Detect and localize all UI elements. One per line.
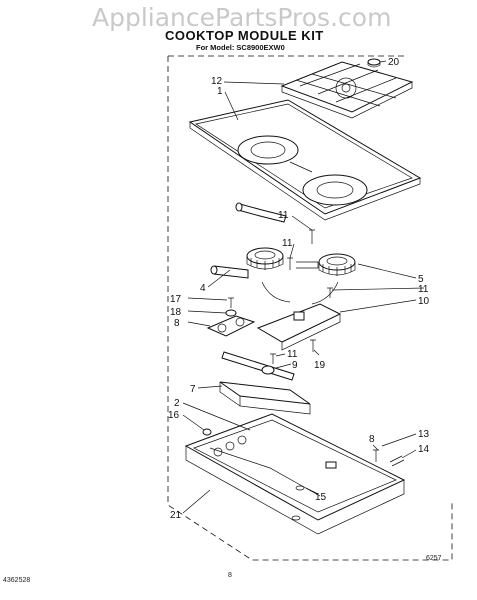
callout-2: 2 (174, 398, 180, 409)
callout-labels: 12 1 20 11 11 5 11 10 4 17 18 8 11 9 19 … (168, 57, 430, 521)
callout-20: 20 (388, 57, 400, 68)
callout-4: 4 (200, 283, 206, 294)
callout-16: 16 (168, 410, 180, 421)
callout-5: 5 (418, 274, 424, 285)
ignition-wire (261, 281, 339, 305)
manifold-bracket (256, 303, 342, 351)
footer-page-number: 8 (228, 572, 232, 579)
footer-left-code: 4362528 (3, 577, 30, 584)
leader-lines (182, 60, 425, 514)
diagram-title: COOKTOP MODULE KIT (165, 28, 324, 43)
model-line: For Model: SC8900EXW0 (196, 43, 285, 52)
callout-15: 15 (315, 492, 327, 503)
grate-cap (367, 58, 381, 68)
callout-14: 14 (418, 444, 430, 455)
washer (225, 309, 237, 317)
front-burner-tube (210, 261, 319, 279)
callout-11-right: 11 (418, 284, 429, 295)
footer-right-code: 6257 (426, 555, 442, 562)
burner-grate (280, 61, 414, 119)
callout-21: 21 (170, 510, 182, 521)
callout-8: 8 (174, 318, 180, 329)
callout-8-lower: 8 (369, 434, 375, 445)
callout-10: 10 (418, 296, 430, 307)
grommet (202, 428, 212, 436)
left-burner-head (246, 247, 284, 270)
callout-18: 18 (170, 307, 182, 318)
support-bracket (219, 381, 311, 415)
callout-17: 17 (170, 294, 182, 305)
rear-burner-tube (235, 202, 287, 223)
callout-9: 9 (292, 360, 298, 371)
callout-13: 13 (418, 429, 430, 440)
callout-11-lower: 11 (287, 349, 298, 360)
valve-rod (221, 351, 295, 381)
orifice-bracket (206, 315, 256, 337)
watermark-text: AppliancePartsPros.com (92, 3, 391, 32)
callout-7: 7 (190, 384, 196, 395)
callout-19: 19 (314, 360, 326, 371)
clip (389, 455, 405, 467)
cooktop-top-panel (188, 99, 422, 221)
callout-12: 12 (211, 76, 223, 87)
callout-11-mid: 11 (282, 238, 293, 249)
callout-11-top: 11 (278, 210, 289, 221)
callout-1: 1 (217, 86, 223, 97)
right-burner-head (318, 253, 356, 276)
bottom-pan (184, 413, 406, 535)
